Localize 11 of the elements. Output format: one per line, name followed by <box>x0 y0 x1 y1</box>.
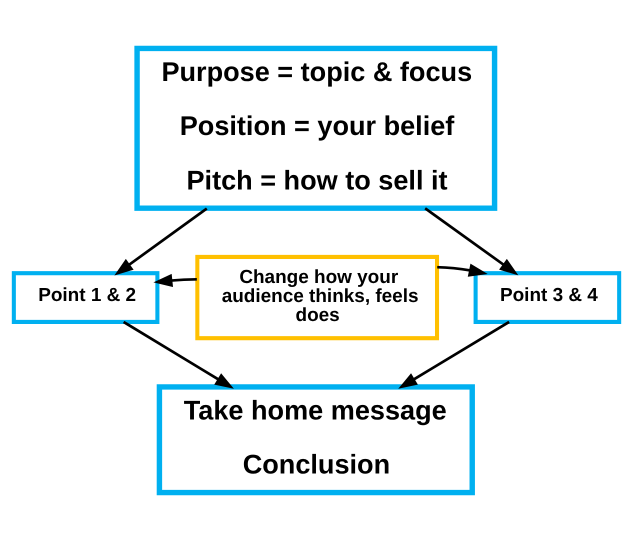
arrow <box>153 273 197 287</box>
node-box: Point 1 & 2 <box>12 270 160 324</box>
arrow <box>122 320 234 388</box>
node-box: Take home message Conclusion <box>156 384 475 495</box>
arrow <box>437 263 488 276</box>
node-box: Point 3 & 4 <box>474 270 622 324</box>
arrow <box>114 206 208 275</box>
arrow <box>398 320 510 388</box>
arrow <box>424 206 518 275</box>
node-box: Change how your audience thinks, feels does <box>195 254 440 340</box>
node-box: Purpose = topic & focus Position = your belief Pitch = how to sell it <box>134 45 498 210</box>
